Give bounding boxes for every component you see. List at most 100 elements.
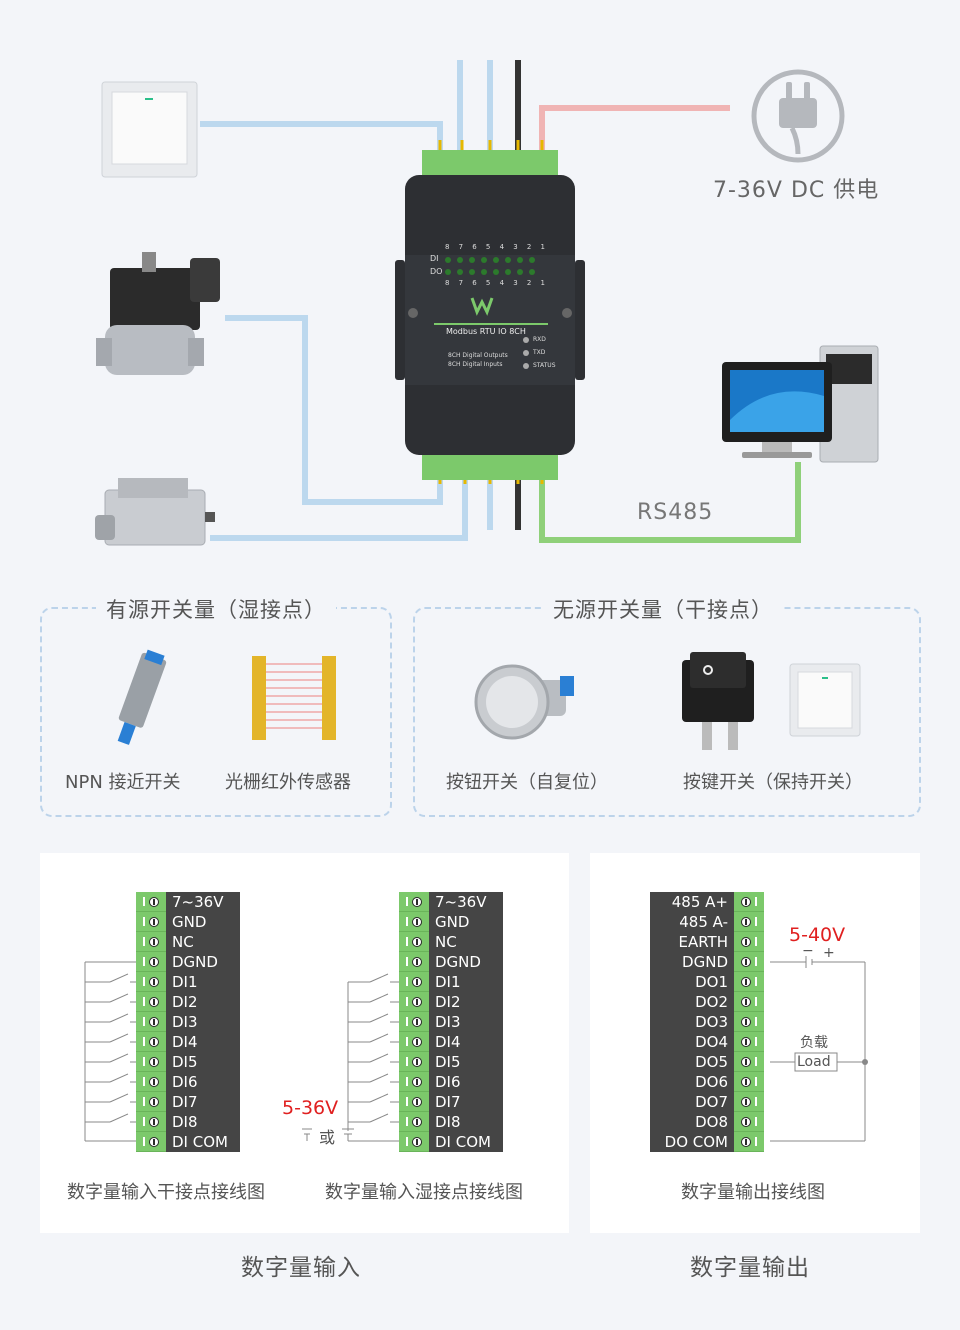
rocker-switch-image xyxy=(682,652,754,750)
wet-diagram-caption: 数字量输入湿接点接线图 xyxy=(325,1182,523,1203)
terminal-screw-icon xyxy=(136,1032,166,1052)
terminal-label: DI5 xyxy=(429,1052,503,1072)
terminal-label: DI7 xyxy=(429,1092,503,1112)
terminal-label: DO4 xyxy=(650,1032,734,1052)
wet-voltage-label: 5-36V xyxy=(282,1097,339,1119)
terminal-screw-icon xyxy=(136,1132,166,1152)
terminal-label: DI6 xyxy=(166,1072,240,1092)
terminal-screw-icon xyxy=(136,912,166,932)
terminal-label: DI COM xyxy=(166,1132,240,1152)
terminal-label: DI2 xyxy=(429,992,503,1012)
terminal-label: 7~36V xyxy=(429,892,503,912)
rocker-switch-label: 按键开关（保持开关） xyxy=(683,772,863,793)
power-plug-icon xyxy=(751,69,845,163)
terminal-screw-icon xyxy=(399,1052,429,1072)
terminal-label: DI COM xyxy=(429,1132,503,1152)
input-wiring-lines xyxy=(84,961,399,1142)
svg-text:+: + xyxy=(823,945,835,961)
output-diagram-caption: 数字量输出接线图 xyxy=(681,1182,825,1203)
npn-sensor-image xyxy=(117,649,167,745)
terminal-screw-icon xyxy=(734,1112,764,1132)
wall-switch-small-image xyxy=(789,663,861,737)
terminal-label: DGND xyxy=(166,952,240,972)
terminal-label: DI3 xyxy=(166,1012,240,1032)
wet-contact-title: 有源开关量（湿接点） xyxy=(96,594,336,624)
terminal-label: NC xyxy=(429,932,503,952)
terminal-screw-icon xyxy=(136,972,166,992)
dry-contact-title: 无源开关量（干接点） xyxy=(543,594,783,624)
power-label: 7-36V DC 供电 xyxy=(713,178,880,203)
terminal-screw-icon xyxy=(734,952,764,972)
terminal-screw-icon xyxy=(734,992,764,1012)
terminal-label: DO COM xyxy=(650,1132,734,1152)
terminal-label: GND xyxy=(429,912,503,932)
terminal-screw-icon xyxy=(136,992,166,1012)
terminal-screw-icon xyxy=(399,1012,429,1032)
terminal-screw-icon xyxy=(399,952,429,972)
terminal-screw-icon xyxy=(734,1072,764,1092)
terminal-screw-icon xyxy=(734,932,764,952)
led-rxd-label: RXD xyxy=(533,336,546,343)
led-txd-label: TXD xyxy=(533,349,546,356)
output-wiring-lines: − + xyxy=(770,943,868,1142)
terminal-label: DI7 xyxy=(166,1092,240,1112)
terminal-screw-icon xyxy=(136,1092,166,1112)
terminal-screw-icon xyxy=(399,972,429,992)
rs485-label: RS485 xyxy=(637,500,714,525)
terminal-screw-icon xyxy=(136,892,166,912)
terminal-label: DI4 xyxy=(166,1032,240,1052)
terminal-label: DI3 xyxy=(429,1012,503,1032)
terminal-screw-icon xyxy=(734,1012,764,1032)
section-output-title: 数字量输出 xyxy=(690,1255,810,1281)
device-model: Modbus RTU IO 8CH xyxy=(446,327,526,336)
terminal-label: DO8 xyxy=(650,1112,734,1132)
electric-lock-image xyxy=(95,478,215,546)
push-button-image xyxy=(474,664,574,740)
terminal-screw-icon xyxy=(136,952,166,972)
wall-switch-image xyxy=(101,81,198,178)
terminal-label: GND xyxy=(166,912,240,932)
sensor-images xyxy=(117,649,861,750)
terminal-label: DO6 xyxy=(650,1072,734,1092)
terminal-label: 7~36V xyxy=(166,892,240,912)
terminal-screw-icon xyxy=(399,892,429,912)
terminal-label: DGND xyxy=(650,952,734,972)
input-terminal-block-wet: 7~36V GND NC DGND DI1 DI2 DI3 DI4 DI5 DI… xyxy=(399,892,539,1152)
terminal-screw-icon xyxy=(136,1112,166,1132)
device-desc-inputs: 8CH Digital Inputs xyxy=(448,361,503,368)
terminal-label: DI4 xyxy=(429,1032,503,1052)
terminal-screw-icon xyxy=(399,1072,429,1092)
terminal-screw-icon xyxy=(734,1092,764,1112)
solenoid-valve-image xyxy=(96,252,220,375)
do-row-label: DO xyxy=(430,267,443,276)
terminal-label: DO7 xyxy=(650,1092,734,1112)
terminal-screw-icon xyxy=(734,1052,764,1072)
push-button-label: 按钮开关（自复位） xyxy=(446,772,608,793)
output-terminal-block: 485 A+ 485 A- EARTH DGND DO1 DO2 DO3 DO4… xyxy=(650,892,768,1152)
output-voltage-label: 5-40V xyxy=(789,924,846,946)
io-device-image xyxy=(395,150,585,480)
terminal-label: EARTH xyxy=(650,932,734,952)
svg-text:−: − xyxy=(802,943,814,959)
terminal-screw-icon xyxy=(734,1132,764,1152)
light-curtain-label: 光栅红外传感器 xyxy=(225,772,351,793)
terminal-screw-icon xyxy=(136,1052,166,1072)
terminal-screw-icon xyxy=(399,932,429,952)
terminal-screw-icon xyxy=(136,1012,166,1032)
section-input-title: 数字量输入 xyxy=(241,1255,361,1281)
terminal-screw-icon xyxy=(734,912,764,932)
terminal-screw-icon xyxy=(399,1032,429,1052)
terminal-label: DI8 xyxy=(166,1112,240,1132)
terminal-label: NC xyxy=(166,932,240,952)
npn-sensor-label: NPN 接近开关 xyxy=(65,772,181,793)
terminal-screw-icon xyxy=(136,1072,166,1092)
light-curtain-image xyxy=(252,656,336,740)
terminal-label: DO1 xyxy=(650,972,734,992)
computer-image xyxy=(722,345,879,463)
terminal-label: DGND xyxy=(429,952,503,972)
terminal-label: DO2 xyxy=(650,992,734,1012)
terminal-screw-icon xyxy=(399,1132,429,1152)
system-diagram xyxy=(95,60,879,546)
terminal-screw-icon xyxy=(136,932,166,952)
